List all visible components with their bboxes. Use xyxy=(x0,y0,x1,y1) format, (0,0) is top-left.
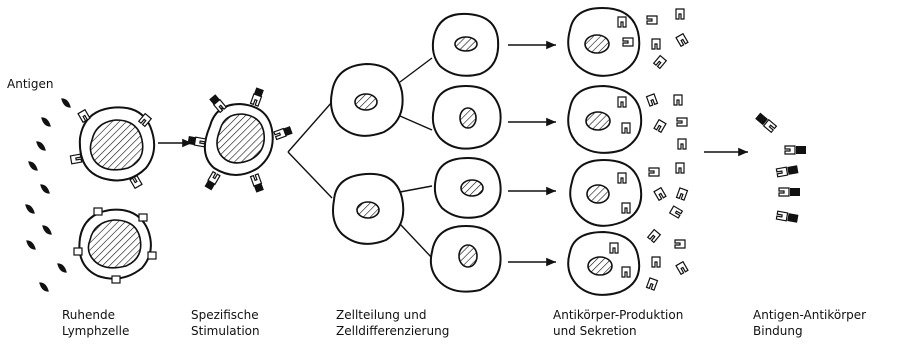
dividing-cell-lower xyxy=(333,174,403,244)
daughter-cell-3 xyxy=(435,158,501,218)
plasma-cell-4 xyxy=(568,232,639,295)
caption-line: Spezifische xyxy=(191,307,260,323)
caption-line: Antikörper-Produktion xyxy=(553,307,683,323)
caption-line: Ruhende xyxy=(62,307,129,323)
arrows-to-plasma-cells xyxy=(508,45,556,262)
antigen-antibody-complexes xyxy=(755,113,806,223)
antigen-label: Antigen xyxy=(7,76,53,92)
daughter-cell-2 xyxy=(433,86,501,149)
caption-antigen-antibody-binding: Antigen-Antikörper Bindung xyxy=(753,307,866,339)
caption-specific-stimulation: Spezifische Stimulation xyxy=(191,307,260,339)
stimulated-lymphocyte xyxy=(187,87,292,192)
caption-line: Zellteilung und xyxy=(336,307,449,323)
daughter-cell-1 xyxy=(433,14,498,76)
caption-cell-division: Zellteilung und Zelldifferenzierung xyxy=(336,307,449,339)
caption-line: Bindung xyxy=(753,323,866,339)
resting-lymphocyte-upper xyxy=(70,107,154,188)
caption-line: Zelldifferenzierung xyxy=(336,323,449,339)
caption-line: und Sekretion xyxy=(553,323,683,339)
caption-line: Antigen-Antikörper xyxy=(753,307,866,323)
daughter-cell-4 xyxy=(431,226,501,292)
plasma-cell-2 xyxy=(568,86,641,153)
plasma-cell-1 xyxy=(568,8,639,76)
caption-line: Stimulation xyxy=(191,323,260,339)
secreted-antibodies xyxy=(647,9,688,290)
caption-antibody-production: Antikörper-Produktion und Sekretion xyxy=(553,307,683,339)
free-antigens xyxy=(25,96,71,293)
resting-lymphocyte-lower xyxy=(74,208,156,283)
plasma-cell-3 xyxy=(570,160,641,226)
caption-resting-lymphocyte: Ruhende Lymphzelle xyxy=(62,307,129,339)
caption-line: Lymphzelle xyxy=(62,323,129,339)
dividing-cell-upper xyxy=(331,64,403,136)
